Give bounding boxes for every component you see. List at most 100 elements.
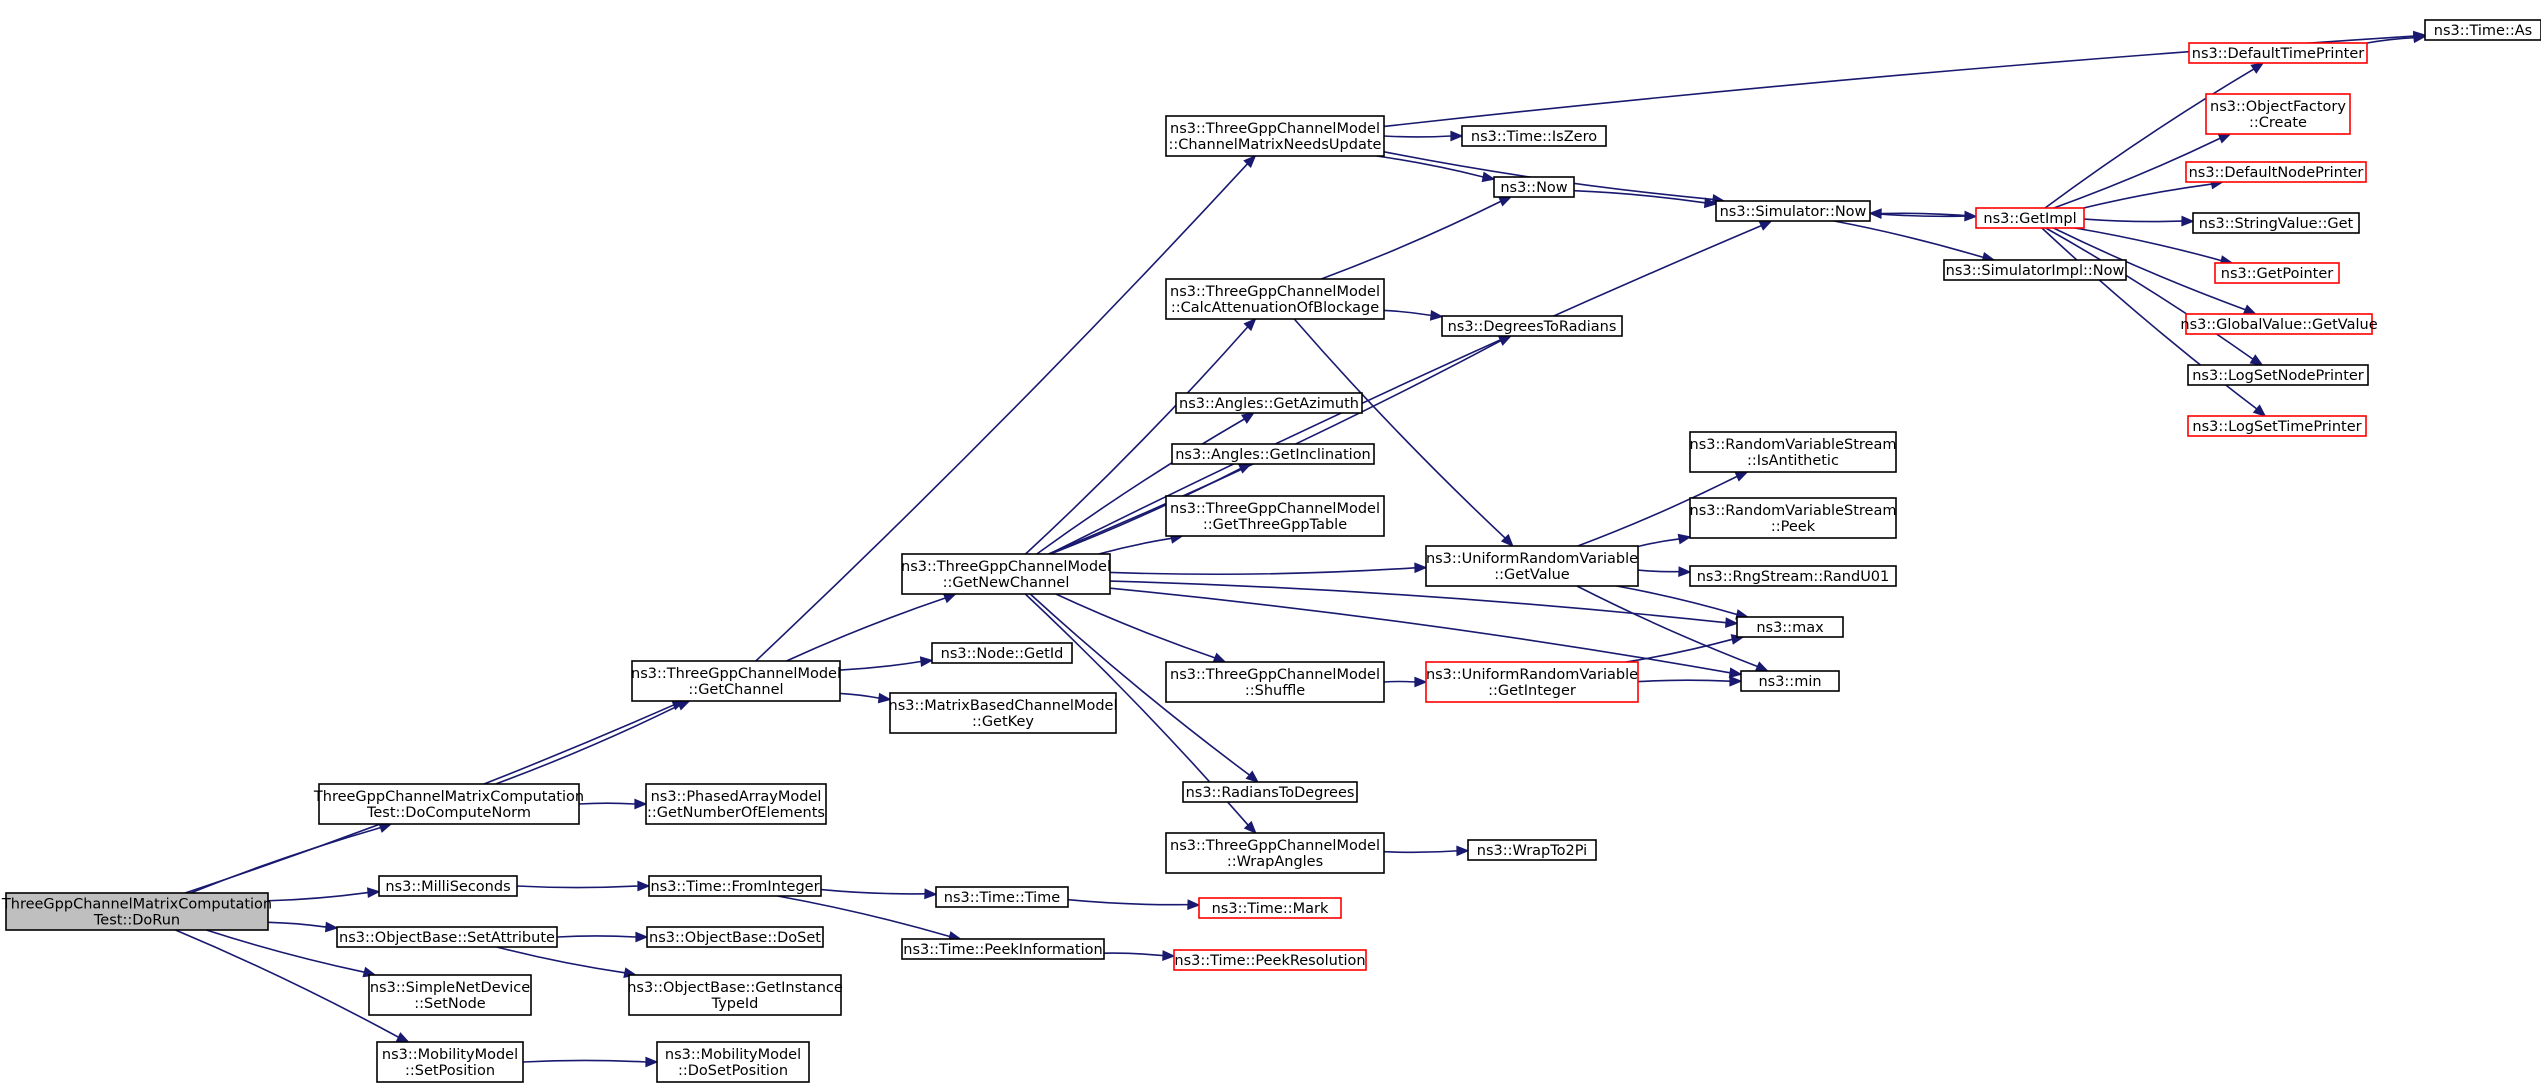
edge-line [1625,638,1733,663]
graph-node-degreestoradians[interactable]: ns3::DegreesToRadians [1441,315,1623,337]
graph-node-shuffle[interactable]: ns3::ThreeGppChannelModel::Shuffle [1165,661,1385,703]
arrowhead-icon [1500,533,1514,548]
graph-node-uniformgetvalue[interactable]: ns3::UniformRandomVariable::GetValue [1425,545,1639,587]
node-label: ns3::Time::PeekInformation [903,942,1102,958]
graph-node-simnow[interactable]: ns3::Simulator::Now [1715,200,1871,222]
graph-node-defaultnodeprinter[interactable]: ns3::DefaultNodePrinter [2185,161,2367,183]
graph-node-globalvaluegetvalue[interactable]: ns3::GlobalValue::GetValue [2180,313,2378,335]
graph-node-timemark[interactable]: ns3::Time::Mark [1198,897,1342,919]
graph-node-logsettimeprinter[interactable]: ns3::LogSetTimePrinter [2187,415,2367,437]
graph-node-rvspeek[interactable]: ns3::RandomVariableStream::Peek [1689,497,1897,539]
call-edge [1637,675,1743,687]
graph-node-timetime[interactable]: ns3::Time::Time [935,886,1069,908]
edge-line [1383,850,1458,854]
node-label: ns3::ObjectFactory [2210,99,2346,115]
graph-node-getnumberofelements[interactable]: ns3::PhasedArrayModel::GetNumberOfElemen… [645,783,827,825]
graph-node-max[interactable]: ns3::max [1736,616,1844,638]
graph-node-stringvalueget[interactable]: ns3::StringValue::Get [2192,212,2360,234]
graph-node-getid[interactable]: ns3::Node::GetId [931,642,1073,664]
node-label: ::Create [2249,115,2307,131]
graph-node-getthreegpptable[interactable]: ns3::ThreeGppChannelModel::GetThreeGppTa… [1165,495,1385,537]
node-box [2188,42,2368,64]
call-edge [1067,898,1201,910]
graph-node-getkey[interactable]: ns3::MatrixBasedChannelModel::GetKey [889,692,1118,734]
graph-node-doset[interactable]: ns3::ObjectBase::DoSet [646,926,824,948]
edge-line [175,929,399,1038]
edge-line [777,895,950,938]
edge-line [1050,467,1242,555]
graph-node-getazimuth[interactable]: ns3::Angles::GetAzimuth [1175,392,1363,414]
graph-node-peekinformation[interactable]: ns3::Time::PeekInformation [901,938,1105,960]
edge-line [839,692,880,699]
call-edge [1576,585,1770,672]
edge-line [2041,227,2258,410]
graph-node-objectfactorycreate[interactable]: ns3::ObjectFactory::Create [2205,93,2351,135]
node-label: ::IsAntithetic [1747,453,1839,469]
graph-node-randu01[interactable]: ns3::RngStream::RandU01 [1689,565,1897,587]
graph-node-logsetnodeprinter[interactable]: ns3::LogSetNodePrinter [2187,364,2369,386]
node-box [1689,431,1897,473]
graph-node-min[interactable]: ns3::min [1740,670,1840,692]
call-edge [267,887,381,902]
edge-line [267,891,369,902]
graph-node-wraptopi[interactable]: ns3::WrapTo2Pi [1467,839,1597,861]
graph-node-now[interactable]: ns3::Now [1493,176,1575,198]
node-label: ::Shuffle [1245,683,1305,699]
node-box [1165,495,1385,537]
edge-line [2083,183,2212,209]
graph-node-simimplnow[interactable]: ns3::SimulatorImpl::Now [1943,259,2127,281]
arrowhead-icon [634,798,648,810]
edge-line [1049,224,1762,555]
call-edge [2053,227,2257,315]
graph-node-defaulttimeprinter[interactable]: ns3::DefaultTimePrinter [2188,42,2368,64]
node-label: ns3::Angles::GetAzimuth [1179,396,1359,412]
graph-node-channelmatrixneedsupdate[interactable]: ns3::ThreeGppChannelModel::ChannelMatrix… [1165,115,1385,157]
call-edge [1025,317,1257,555]
node-box [336,926,558,948]
graph-node-setposition[interactable]: ns3::MobilityModel::SetPosition [376,1041,524,1083]
node-box [1740,670,1840,692]
graph-node-isantithetic[interactable]: ns3::RandomVariableStream::IsAntithetic [1689,431,1897,473]
node-label: ::GetNewChannel [943,575,1070,591]
graph-node-setnode[interactable]: ns3::SimpleNetDevice::SetNode [368,974,532,1016]
graph-node-calcattenuation[interactable]: ns3::ThreeGppChannelModel::CalcAttenuati… [1165,278,1385,320]
graph-node-dorun[interactable]: ThreeGppChannelMatrixComputationTest::Do… [1,892,272,931]
graph-node-peekresolution[interactable]: ns3::Time::PeekResolution [1173,949,1367,971]
graph-node-getimpl[interactable]: ns3::GetImpl [1975,207,2085,229]
node-box [2205,93,2351,135]
graph-node-dosetposition[interactable]: ns3::MobilityModel::DoSetPosition [656,1041,810,1083]
graph-node-milliseconds[interactable]: ns3::MilliSeconds [378,875,518,897]
graph-node-radianstodegrees[interactable]: ns3::RadiansToDegrees [1182,781,1358,803]
graph-node-getchannel[interactable]: ns3::ThreeGppChannelModel::GetChannel [631,660,841,702]
node-label: ns3::SimpleNetDevice [370,980,530,996]
arrowhead-icon [1429,309,1444,321]
node-label: ::CalcAttenuationOfBlockage [1171,300,1379,316]
graph-node-timeiszero[interactable]: ns3::Time::IsZero [1461,125,1607,147]
node-box [631,660,841,702]
arrowhead-icon [1243,317,1257,332]
call-edge [1383,309,1444,321]
graph-node-setattribute[interactable]: ns3::ObjectBase::SetAttribute [336,926,558,948]
node-box [931,642,1073,664]
arrowhead-icon [1678,566,1692,577]
graph-node-docomputenorm[interactable]: ThreeGppChannelMatrixComputationTest::Do… [313,783,584,825]
graph-node-uniformgetinteger[interactable]: ns3::UniformRandomVariable::GetInteger [1425,661,1639,703]
graph-node-timeas[interactable]: ns3::Time::As [2424,19,2541,41]
node-box [2185,313,2373,335]
node-label: ns3::UniformRandomVariable [1426,667,1638,683]
graph-node-getinclination[interactable]: ns3::Angles::GetInclination [1171,443,1375,465]
node-label: ns3::MobilityModel [382,1047,518,1063]
graph-node-getnewchannel[interactable]: ns3::ThreeGppChannelModel::GetNewChannel [901,553,1111,595]
node-label: ns3::ThreeGppChannelModel [901,559,1111,575]
node-box [1425,661,1639,703]
graph-node-getpointer[interactable]: ns3::GetPointer [2214,262,2340,284]
node-label: ns3::DefaultTimePrinter [2192,46,2364,62]
node-label: ::SetNode [414,996,486,1012]
edge-line [2074,227,2222,262]
graph-node-frominteger[interactable]: ns3::Time::FromInteger [648,875,822,897]
node-box [935,886,1069,908]
node-label: ns3::GetImpl [1983,211,2076,227]
graph-node-wrapangles[interactable]: ns3::ThreeGppChannelModel::WrapAngles [1165,832,1385,874]
